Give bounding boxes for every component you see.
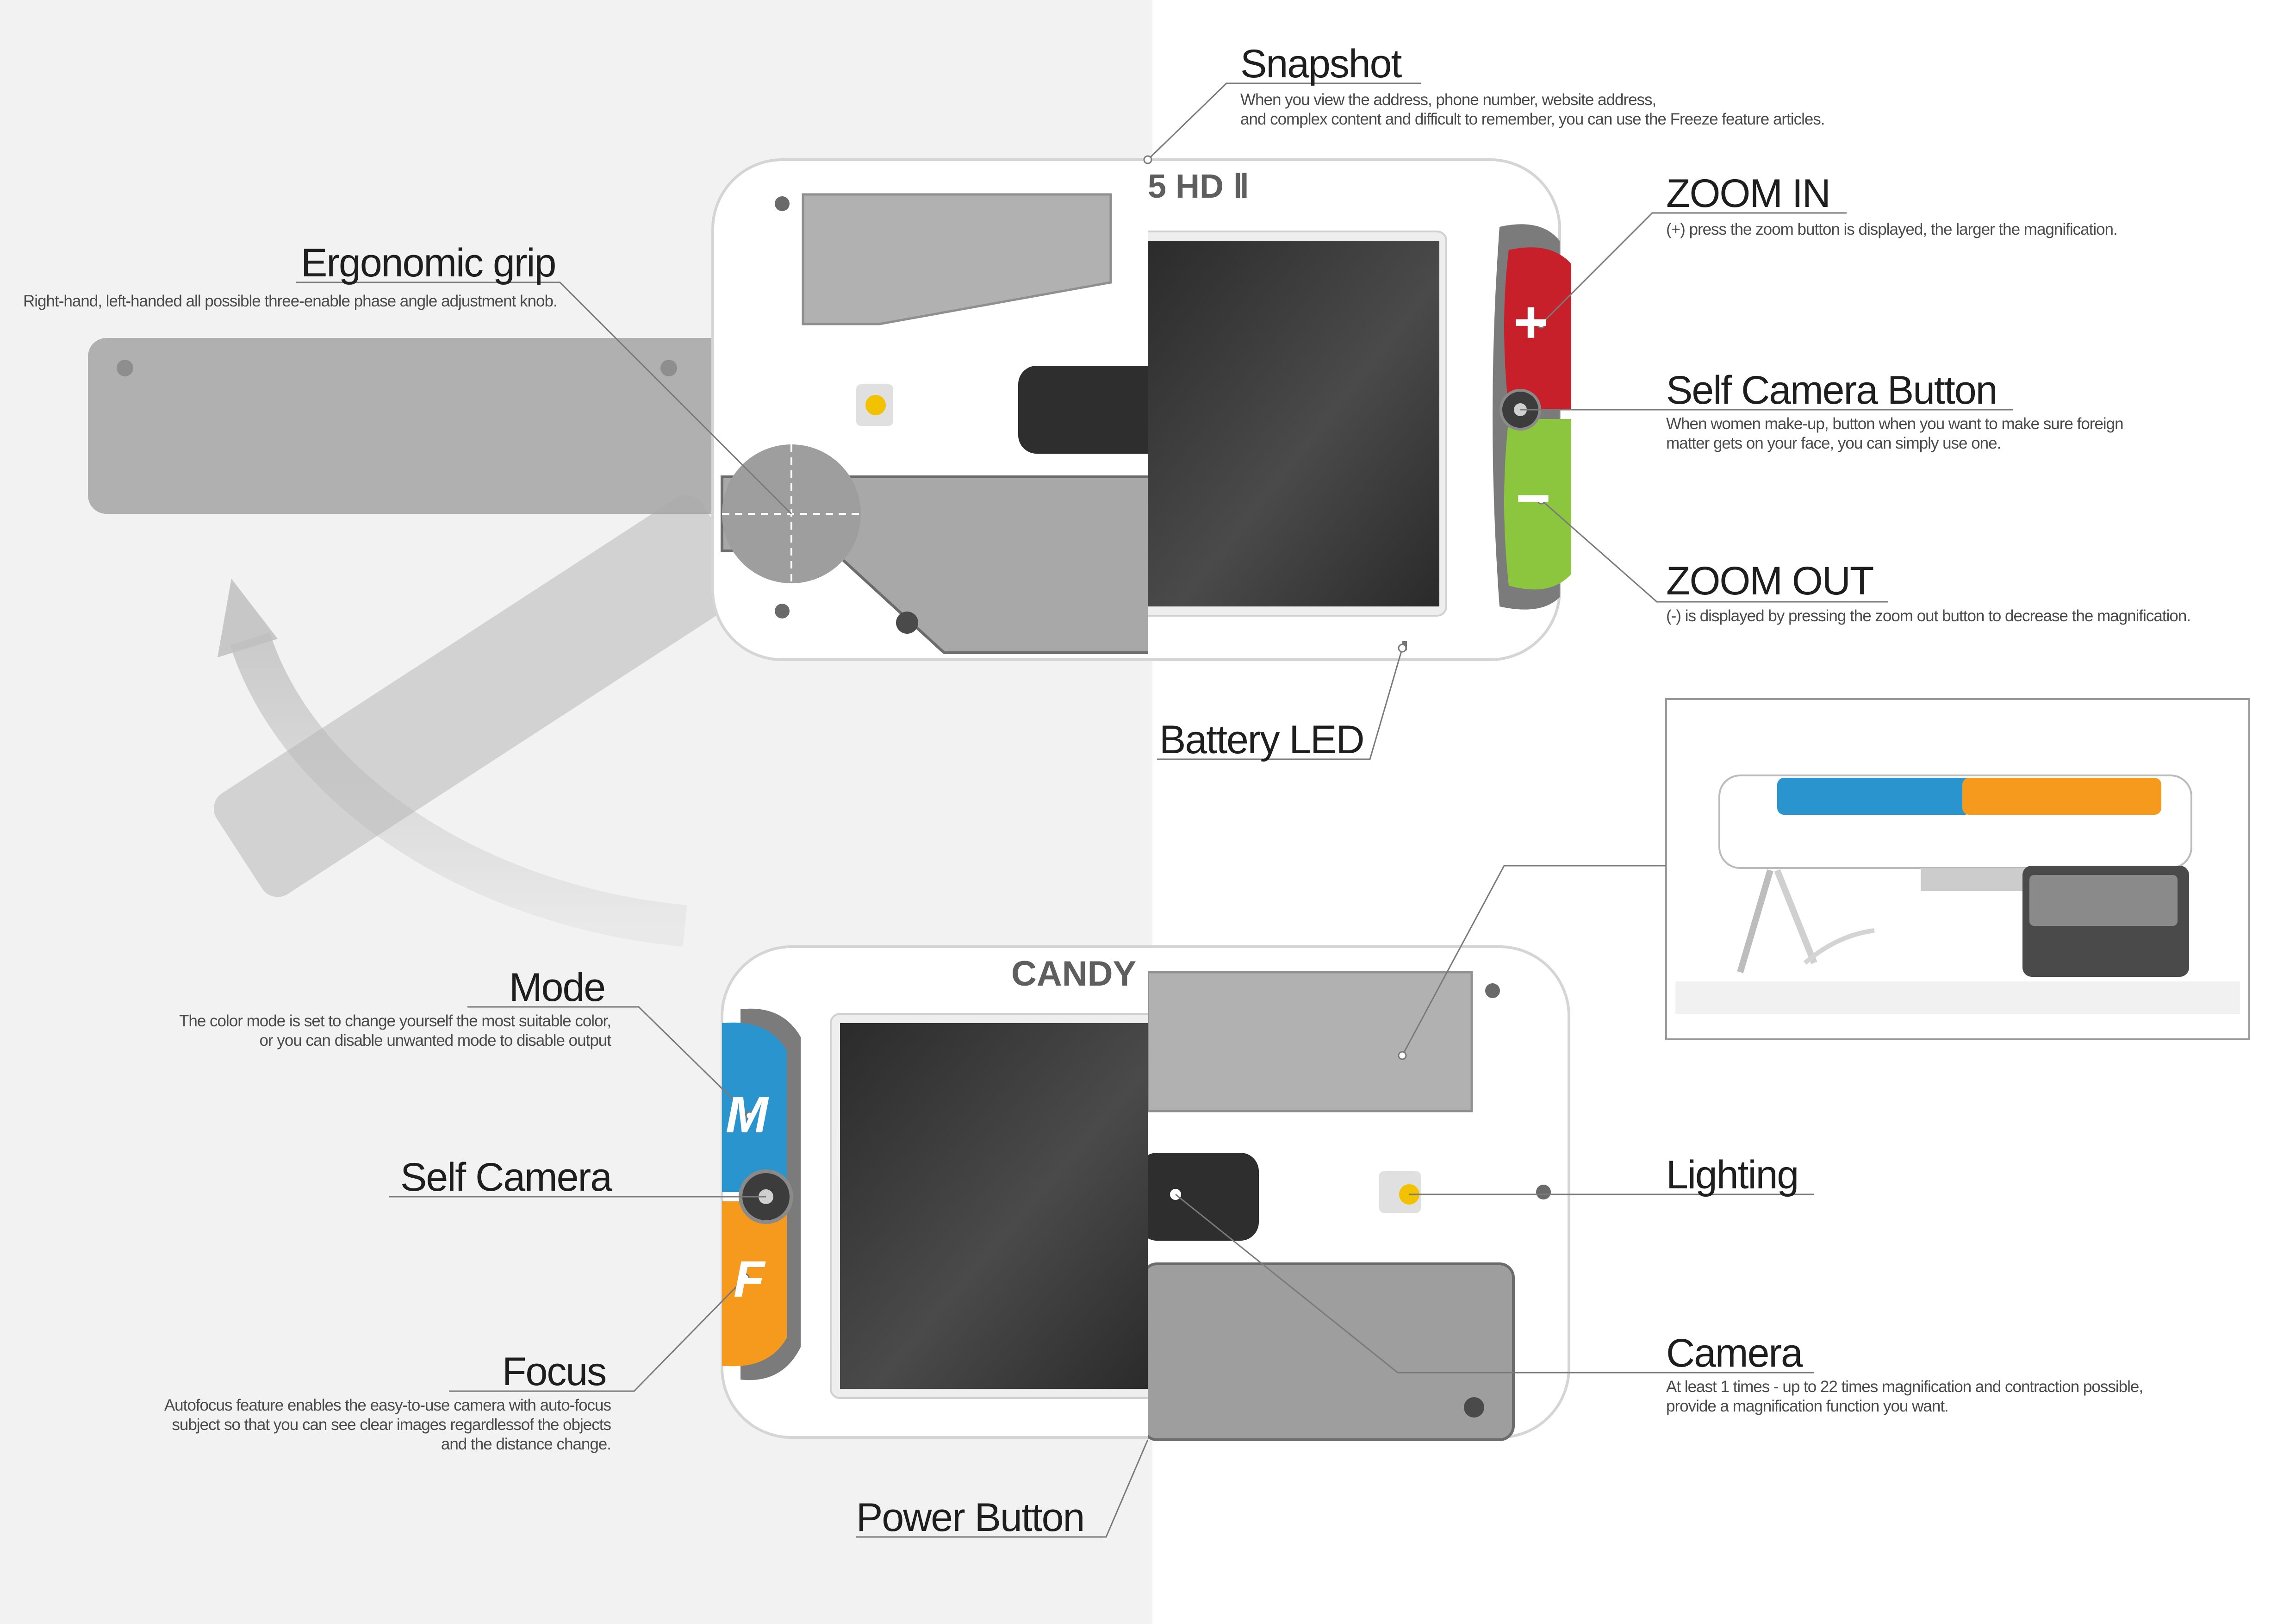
ergonomic-grip-desc: Right-hand, left-handed all possible thr… — [23, 292, 558, 310]
top-model-mark: 5 HD Ⅱ — [1148, 168, 1250, 205]
zoom-out-minus-icon: − — [1516, 464, 1551, 531]
camera-title: Camera — [1666, 1331, 1803, 1375]
rotation-arrowhead-icon — [218, 579, 278, 657]
bottom-device-back-half — [1148, 945, 1570, 1441]
zoom-in-title: ZOOM IN — [1666, 171, 1831, 216]
zoom-out-desc: (-) is displayed by pressing the zoom ou… — [1666, 607, 2191, 625]
mode-m-icon: M — [726, 1087, 768, 1143]
grip-horizontal — [88, 338, 745, 514]
mode-desc: The color mode is set to change yourself… — [179, 1012, 611, 1049]
mode-button — [722, 1022, 787, 1192]
snapshot-desc: When you view the address, phone number,… — [1240, 91, 1825, 128]
mode-title: Mode — [509, 965, 606, 1010]
zoom-in-desc: (+) press the zoom button is displayed, … — [1666, 220, 2118, 238]
self-camera-button-desc: When women make-up, button when you want… — [1666, 415, 2124, 452]
top-device-back-half — [711, 158, 1152, 661]
zoom-out-title: ZOOM OUT — [1666, 559, 1874, 603]
zoom-in-plus-icon: + — [1513, 288, 1549, 356]
focus-button — [722, 1201, 787, 1367]
snapshot-title: Snapshot — [1240, 42, 1402, 86]
bottom-device-front-half — [721, 945, 1152, 1439]
leader-lines — [296, 82, 2013, 1538]
zoom-out-button — [1504, 419, 1571, 590]
focus-desc: Autofocus feature enables the easy-to-us… — [164, 1396, 611, 1453]
lighting-title: Lighting — [1666, 1153, 1799, 1197]
self-camera-button-title: Self Camera Button — [1666, 368, 1997, 412]
leader-dots — [740, 155, 1546, 1282]
top-device-front-half — [1148, 158, 1571, 661]
power-button-title: Power Button — [856, 1495, 1085, 1540]
battery-led-title: Battery LED — [1159, 718, 1365, 762]
bottom-brand-mark: CANDY — [1011, 954, 1137, 993]
ergonomic-grip-title: Ergonomic grip — [301, 241, 556, 285]
grip-rotated-ghost — [213, 495, 751, 897]
rotation-arrow-icon — [230, 632, 687, 947]
focus-f-icon: F — [734, 1251, 765, 1308]
focus-title: Focus — [502, 1349, 607, 1394]
camera-desc: At least 1 times - up to 22 times magnif… — [1666, 1378, 2143, 1415]
zoom-in-button — [1504, 247, 1571, 410]
self-camera-title: Self Camera — [400, 1155, 612, 1199]
